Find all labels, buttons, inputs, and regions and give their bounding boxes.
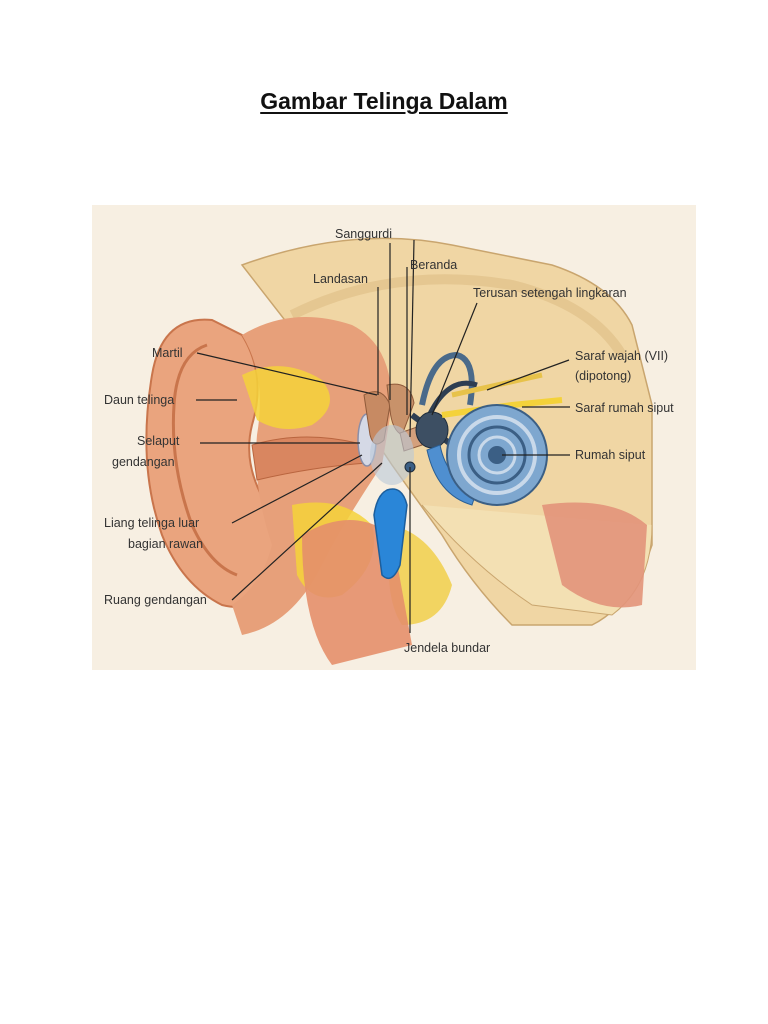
label-beranda: Beranda (410, 258, 457, 272)
label-selaput: Selaput (137, 434, 180, 448)
cartilage-upper (242, 366, 330, 429)
label-ruang-gendangan: Ruang gendangan (104, 593, 207, 607)
label-daun-telinga: Daun telinga (104, 393, 174, 407)
tympanic-cavity (370, 425, 414, 485)
auricle-inner (171, 343, 238, 577)
label-jendela-bundar: Jendela bundar (404, 641, 490, 655)
cochlear-nerve (441, 397, 563, 418)
inner-ear-diagram: Sanggurdi Landasan Beranda Terusan seten… (92, 205, 696, 670)
label-rumah-siput: Rumah siput (575, 448, 646, 462)
label-saraf-rumah-siput: Saraf rumah siput (575, 401, 674, 415)
right-lower-tissue (542, 502, 647, 608)
label-bagian-rawan: bagian rawan (128, 537, 203, 551)
label-landasan: Landasan (313, 272, 368, 286)
page-title: Gambar Telinga Dalam (260, 88, 508, 114)
label-gendangan: gendangan (112, 455, 175, 469)
label-terusan: Terusan setengah lingkaran (473, 286, 627, 300)
label-martil: Martil (152, 346, 183, 360)
label-sanggurdi: Sanggurdi (335, 227, 392, 241)
facial-nerve (451, 372, 543, 398)
bone-texture (289, 274, 627, 358)
cartilage-right (388, 525, 452, 625)
eustachian-tube (373, 488, 408, 580)
label-dipotong: (dipotong) (575, 369, 631, 383)
label-liang-telinga: Liang telinga luar (104, 516, 199, 530)
label-saraf-wajah: Saraf wajah (VII) (575, 349, 668, 363)
leader-lines (196, 239, 570, 633)
